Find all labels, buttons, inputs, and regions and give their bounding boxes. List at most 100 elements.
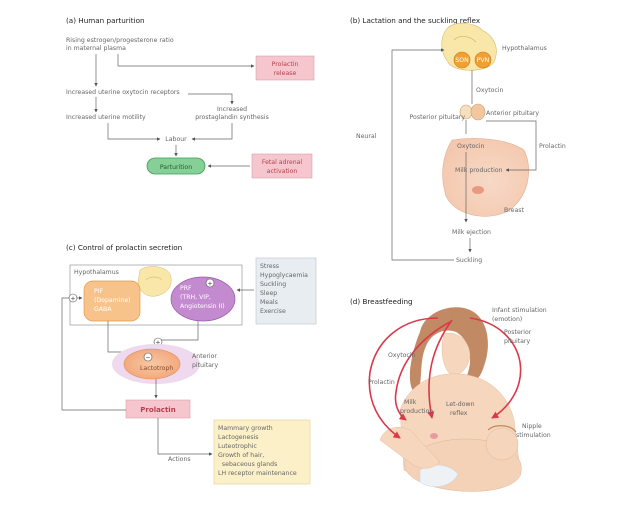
- pif-label-2: (Dopamine): [94, 297, 131, 304]
- milk-d-label-2: production: [400, 408, 433, 415]
- action-item: Growth of hair,: [218, 452, 264, 459]
- stimulus-item: Exercise: [260, 308, 286, 315]
- stimulus-item: Suckling: [260, 281, 286, 288]
- action-item: Luteotrophic: [218, 443, 257, 450]
- lactotroph-plus-text: +: [155, 340, 160, 347]
- anterior-label-2: pituitary: [192, 362, 218, 369]
- prolactin-c-label: Prolactin: [140, 406, 175, 414]
- prf-label-2: (TRH, VIP,: [180, 294, 211, 301]
- pituitary-illustration: [459, 103, 486, 121]
- letdown-label-2: reflex: [450, 410, 468, 417]
- panel-c-prolactin-control: (c) Control of prolactin secretion Hypot…: [61, 243, 317, 485]
- posterior-d-label-1: Posterior: [504, 329, 532, 336]
- panel-b-title: (b) Lactation and the suckling reflex: [350, 16, 481, 25]
- arrow-to-prostaglandin: [188, 93, 234, 105]
- parturition-label: Parturition: [160, 164, 192, 171]
- pif-label-1: PIF: [94, 288, 104, 295]
- stimulus-item: Meals: [260, 299, 278, 306]
- fetal-adrenal-box: [251, 153, 313, 179]
- actions-list: Mammary growth Lactogenesis Luteotrophic…: [218, 425, 297, 477]
- nipple-illustration: [472, 186, 484, 194]
- lactotroph-label: Lactotroph: [140, 365, 173, 372]
- panel-d-breastfeeding: (d) Breastfeeding Infant stimulat: [350, 297, 551, 492]
- pif-label-3: GABA: [94, 306, 112, 313]
- prolactin-release-label-2: release: [274, 70, 297, 77]
- rising-ratio-label-1: Rising estrogen/progesterone ratio: [66, 37, 174, 44]
- prf-label-1: PRF: [180, 285, 192, 292]
- oxytocin-d-label: Oxytocin: [388, 352, 416, 359]
- son-label: SON: [455, 57, 469, 64]
- panel-a-parturition: (a) Human parturition Rising estrogen/pr…: [66, 16, 315, 179]
- labour-label: Labour: [165, 136, 187, 143]
- panel-d-title: (d) Breastfeeding: [350, 297, 413, 306]
- mother-baby-illustration: [379, 307, 522, 492]
- fetal-adrenal-label-1: Fetal adrenal: [262, 159, 303, 166]
- prolactin-loop-arrow: [394, 321, 451, 421]
- prf-plus-text: +: [207, 281, 212, 288]
- posterior-d-label-2: pituitary: [504, 338, 530, 345]
- prolactin-arrow: [486, 120, 537, 172]
- prolactin-to-actions-arrow: [157, 418, 213, 456]
- uterine-motility-label: Increased uterine motility: [66, 114, 146, 121]
- stimulus-item: Hypoglycaemia: [260, 272, 308, 279]
- prf-ellipse: [170, 276, 236, 322]
- pvn-label: PVN: [477, 57, 490, 64]
- anterior-label-1: Anterior: [192, 353, 217, 360]
- lactotroph-minus-text: −: [145, 355, 150, 362]
- posterior-pituitary-label: Posterior pituitary: [410, 114, 466, 121]
- oxytocin-mid-label: Oxytocin: [457, 143, 485, 150]
- prolactin-d-label: Prolactin: [368, 379, 395, 386]
- prf-plus-sign: [205, 278, 215, 288]
- action-item: Mammary growth: [218, 425, 273, 432]
- milk-d-label-1: Milk: [404, 399, 417, 406]
- nipple-label-1: Nipple: [522, 423, 542, 430]
- letdown-loop-arrow: [427, 319, 453, 419]
- action-item: LH receptor maintenance: [218, 470, 297, 477]
- hypothalamus-illustration: [441, 22, 497, 71]
- action-item: Lactogenesis: [218, 434, 258, 441]
- fetal-adrenal-label-2: activation: [267, 168, 298, 175]
- actions-box: [213, 419, 311, 485]
- prostaglandin-label-1: Increased: [217, 106, 247, 113]
- infant-stim-label-2: (emotion): [492, 316, 522, 323]
- suckling-label: Suckling: [456, 257, 482, 264]
- pif-box: [83, 280, 141, 322]
- prf-label-3: Angiotensin II): [180, 303, 225, 310]
- stimuli-box: [255, 257, 317, 325]
- feedback-plus-text: +: [70, 296, 75, 303]
- infant-stim-loop-arrow: [469, 317, 522, 419]
- hypothalamus-sketch-c: [137, 266, 172, 297]
- arrow-prostaglandin-to-labour: [191, 123, 233, 141]
- panel-a-title: (a) Human parturition: [66, 16, 145, 25]
- hypothalamus-label: Hypothalamus: [502, 45, 547, 52]
- oxytocin-top-label: Oxytocin: [476, 87, 504, 94]
- stimulus-item: Stress: [260, 263, 279, 270]
- breast-label: Breast: [504, 207, 524, 214]
- lactotroph-minus-sign: [143, 352, 153, 362]
- action-item: sebaceous glands: [218, 461, 277, 468]
- oxytocin-loop-arrow: [368, 317, 439, 439]
- prostaglandin-label-2: prostaglandin synthesis: [195, 114, 269, 121]
- stimulus-item: Sleep: [260, 290, 277, 297]
- prolactin-release-label-1: Prolactin: [272, 61, 299, 68]
- neural-label: Neural: [356, 133, 377, 140]
- arrow-motility-to-labour: [107, 123, 161, 141]
- panel-c-title: (c) Control of prolactin secretion: [66, 243, 182, 252]
- panel-b-lactation: (b) Lactation and the suckling reflex SO…: [350, 16, 566, 264]
- actions-label: Actions: [168, 456, 191, 463]
- milk-ejection-label: Milk ejection: [452, 229, 491, 236]
- rising-ratio-label-2: in maternal plasma: [66, 45, 126, 52]
- milk-production-label: Milk production: [455, 167, 503, 174]
- breast-illustration: [442, 138, 529, 217]
- nipple-label-2: stimulation: [516, 432, 551, 439]
- neural-loop-arrow: [391, 48, 454, 261]
- hypothalamus-c-label: Hypothalamus: [74, 269, 119, 276]
- oxytocin-receptors-label: Increased uterine oxytocin receptors: [66, 89, 180, 96]
- prolactin-release-box: [255, 55, 315, 81]
- letdown-label-1: Let-down: [446, 401, 475, 408]
- parturition-box: [146, 157, 206, 175]
- infant-stim-label-1: Infant stimulation: [492, 307, 547, 314]
- anterior-pituitary-label: Anterior pituitary: [486, 110, 539, 117]
- feedback-plus-sign: [68, 293, 78, 303]
